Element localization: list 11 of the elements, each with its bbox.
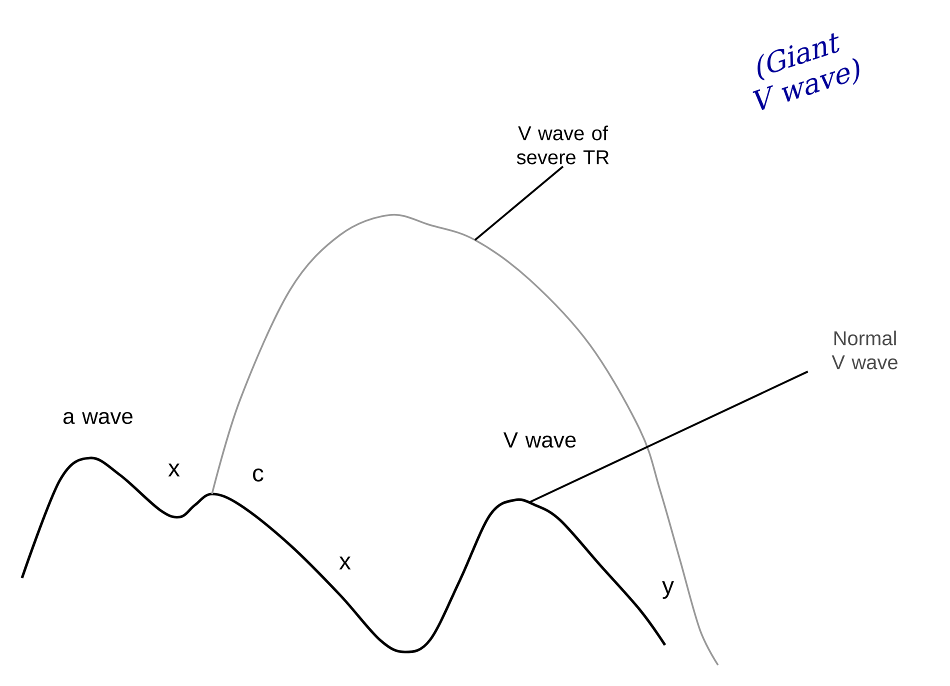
- leader-line: [474, 166, 564, 241]
- wave-label: c: [253, 468, 264, 482]
- wave-label: x: [168, 464, 180, 476]
- wave-label: V wave: [503, 432, 576, 448]
- wave-label: y: [662, 581, 674, 599]
- leader-label: V wave of severe TR: [516, 126, 609, 164]
- leader-label: Normal V wave: [832, 330, 898, 370]
- handwritten-note: (Giant V wave): [752, 33, 860, 110]
- wave-label: a wave: [63, 412, 132, 424]
- wave-label: x: [339, 556, 351, 570]
- leader-line: [530, 370, 808, 503]
